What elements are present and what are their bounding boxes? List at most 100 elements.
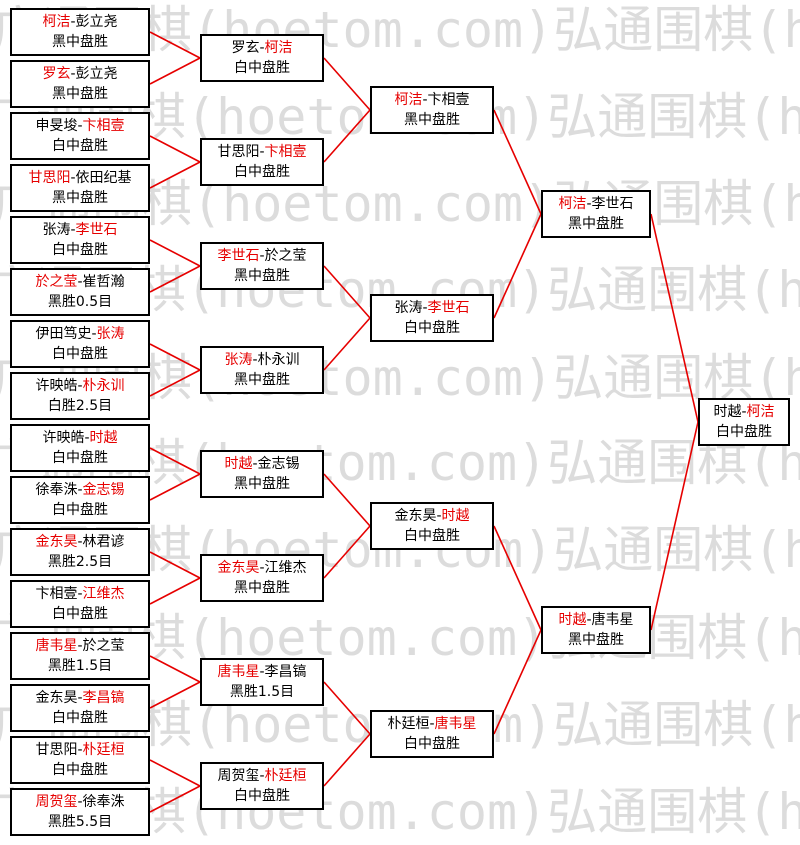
player-2-name: 於之莹 xyxy=(82,638,125,654)
bracket-connector xyxy=(149,447,201,475)
separator: - xyxy=(77,274,83,290)
match-result: 白胜2.5目 xyxy=(47,398,113,414)
player-2-name: 彭立尧 xyxy=(75,14,118,30)
player-1-name: 唐韦星 xyxy=(35,638,78,654)
player-2-name: 金志锡 xyxy=(257,456,300,472)
match-players: 张涛-李世石 xyxy=(394,298,469,318)
separator: - xyxy=(252,352,258,368)
separator: - xyxy=(77,794,83,810)
separator: - xyxy=(259,40,265,56)
bracket-connector xyxy=(323,525,371,579)
player-2-name: 李昌镐 xyxy=(82,690,125,706)
separator: - xyxy=(259,664,265,680)
match-players: 柯洁-卞相壹 xyxy=(394,90,469,110)
bracket-connector xyxy=(323,681,371,735)
player-1-name: 唐韦星 xyxy=(217,664,260,680)
match-box: 周贺玺-徐奉洙黑胜5.5目 xyxy=(10,788,150,836)
match-players: 伊田笃史-张涛 xyxy=(35,324,124,344)
bracket-connector xyxy=(149,473,201,501)
player-2-name: 金志锡 xyxy=(82,482,125,498)
player-2-name: 时越 xyxy=(441,508,470,524)
match-result: 黑中盘胜 xyxy=(234,372,290,388)
player-1-name: 甘思阳 xyxy=(35,742,78,758)
match-result: 白中盘胜 xyxy=(52,606,108,622)
bracket-connector xyxy=(149,135,201,163)
match-players: 许映皓-朴永训 xyxy=(35,376,124,396)
bracket-connector xyxy=(650,213,699,423)
bracket-connector xyxy=(323,57,371,111)
match-box: 唐韦星-於之莹黑胜1.5目 xyxy=(10,632,150,680)
player-1-name: 金东昊 xyxy=(217,560,260,576)
match-box: 甘思阳-朴廷桓白中盘胜 xyxy=(10,736,150,784)
bracket-connector xyxy=(149,343,201,371)
match-box: 张涛-李世石白中盘胜 xyxy=(370,294,494,342)
player-2-name: 柯洁 xyxy=(746,404,775,420)
player-2-name: 於之莹 xyxy=(264,248,307,264)
match-players: 於之莹-崔哲瀚 xyxy=(35,272,124,292)
separator: - xyxy=(70,14,76,30)
bracket-connector xyxy=(149,681,201,709)
match-box: 甘思阳-卞相壹白中盘胜 xyxy=(200,138,324,186)
separator: - xyxy=(429,716,435,732)
player-1-name: 张涛 xyxy=(224,352,253,368)
player-1-name: 金东昊 xyxy=(35,690,78,706)
match-result: 白中盘胜 xyxy=(52,502,108,518)
match-box: 张涛-李世石白中盘胜 xyxy=(10,216,150,264)
match-players: 金东昊-江维杰 xyxy=(217,558,306,578)
bracket-connector xyxy=(149,655,201,683)
separator: - xyxy=(259,768,265,784)
player-2-name: 唐韦星 xyxy=(434,716,477,732)
match-result: 白中盘胜 xyxy=(404,736,460,752)
player-1-name: 朴廷桓 xyxy=(387,716,430,732)
match-result: 黑中盘胜 xyxy=(568,632,624,648)
player-1-name: 金东昊 xyxy=(35,534,78,550)
bracket-connector xyxy=(493,213,542,319)
player-2-name: 卞相壹 xyxy=(264,144,307,160)
player-2-name: 李昌镐 xyxy=(264,664,307,680)
match-box: 朴廷桓-唐韦星白中盘胜 xyxy=(370,710,494,758)
player-1-name: 时越 xyxy=(713,404,742,420)
match-result: 黑中盘胜 xyxy=(52,190,108,206)
player-1-name: 时越 xyxy=(558,612,587,628)
match-box: 金东昊-时越白中盘胜 xyxy=(370,502,494,550)
bracket-connector xyxy=(149,577,201,605)
separator: - xyxy=(70,222,76,238)
separator: - xyxy=(77,638,83,654)
player-2-name: 林君谚 xyxy=(82,534,125,550)
bracket-connector xyxy=(323,317,371,371)
match-box: 张涛-朴永训黑中盘胜 xyxy=(200,346,324,394)
player-2-name: 李世石 xyxy=(427,300,470,316)
player-1-name: 柯洁 xyxy=(558,196,587,212)
separator: - xyxy=(259,144,265,160)
player-1-name: 张涛 xyxy=(394,300,423,316)
player-1-name: 於之莹 xyxy=(35,274,78,290)
bracket-connector xyxy=(149,759,201,787)
match-result: 黑胜5.5目 xyxy=(47,814,113,830)
player-1-name: 柯洁 xyxy=(394,92,423,108)
match-result: 白中盘胜 xyxy=(52,762,108,778)
player-2-name: 卞相壹 xyxy=(427,92,470,108)
bracket-connector xyxy=(323,265,371,319)
bracket-connector xyxy=(493,109,542,215)
match-box: 柯洁-李世石黑中盘胜 xyxy=(541,190,651,238)
match-players: 甘思阳-卞相壹 xyxy=(217,142,306,162)
match-box: 周贺玺-朴廷桓白中盘胜 xyxy=(200,762,324,810)
player-1-name: 李世石 xyxy=(217,248,260,264)
match-players: 卞相壹-江维杰 xyxy=(35,584,124,604)
separator: - xyxy=(70,66,76,82)
player-2-name: 李世石 xyxy=(75,222,118,238)
player-1-name: 罗玄 xyxy=(231,40,260,56)
separator: - xyxy=(259,560,265,576)
match-players: 时越-唐韦星 xyxy=(558,610,633,630)
match-players: 金东昊-李昌镐 xyxy=(35,688,124,708)
match-result: 白中盘胜 xyxy=(52,346,108,362)
player-1-name: 卞相壹 xyxy=(35,586,78,602)
bracket-connector xyxy=(323,109,371,163)
player-2-name: 卞相壹 xyxy=(82,118,125,134)
player-1-name: 许映皓 xyxy=(35,378,78,394)
separator: - xyxy=(422,92,428,108)
match-result: 黑胜0.5目 xyxy=(47,294,113,310)
match-result: 黑中盘胜 xyxy=(52,86,108,102)
match-players: 金东昊-林君谚 xyxy=(35,532,124,552)
player-2-name: 江维杰 xyxy=(82,586,125,602)
